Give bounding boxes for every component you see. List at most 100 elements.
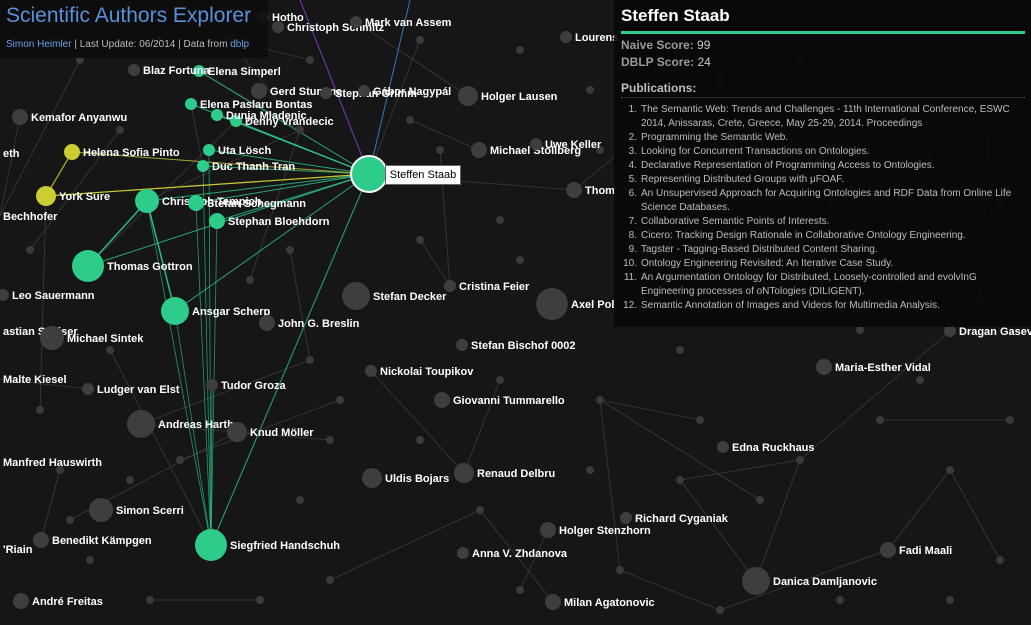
graph-node-label[interactable]: eth <box>3 148 20 160</box>
graph-node-label[interactable]: Dunja Mladenic <box>226 110 307 122</box>
graph-node-label[interactable]: Leo Sauermann <box>12 290 95 302</box>
graph-node[interactable] <box>476 506 484 514</box>
graph-node[interactable] <box>286 246 294 254</box>
graph-node[interactable] <box>796 456 804 464</box>
graph-node-label[interactable]: Christoph Tempich <box>162 196 262 208</box>
graph-node[interactable] <box>320 87 332 99</box>
graph-node[interactable] <box>586 86 594 94</box>
graph-node[interactable] <box>342 282 370 310</box>
graph-node-label[interactable]: York Sure <box>59 191 110 203</box>
graph-node[interactable] <box>676 346 684 354</box>
graph-node-label[interactable]: Malte Kiesel <box>3 374 67 386</box>
graph-node[interactable] <box>416 236 424 244</box>
graph-node-label[interactable]: Helena Sofia Pinto <box>83 147 180 159</box>
graph-node[interactable] <box>696 416 704 424</box>
graph-node-label[interactable]: John G. Breslin <box>278 318 360 330</box>
graph-node[interactable] <box>536 288 568 320</box>
graph-node[interactable] <box>126 476 134 484</box>
graph-node[interactable] <box>566 182 582 198</box>
graph-node-label[interactable]: Benedikt Kämpgen <box>52 535 152 547</box>
graph-node[interactable] <box>146 596 154 604</box>
graph-node[interactable] <box>195 529 227 561</box>
graph-node[interactable] <box>0 289 9 301</box>
graph-node[interactable] <box>516 46 524 54</box>
graph-node[interactable] <box>296 496 304 504</box>
graph-node[interactable] <box>458 86 478 106</box>
graph-node-label[interactable]: Dragan Gasevic <box>959 326 1031 338</box>
graph-node[interactable] <box>209 213 225 229</box>
graph-node-label[interactable]: Siegfried Handschuh <box>230 540 340 552</box>
graph-node[interactable] <box>471 142 487 158</box>
graph-node-label[interactable]: Tudor Groza <box>221 380 286 392</box>
publication-title[interactable]: Cicero: Tracking Design Rationale in Col… <box>641 230 966 241</box>
author-link[interactable]: Simon Heimler <box>6 39 72 50</box>
graph-node[interactable] <box>326 576 334 584</box>
graph-node-label[interactable]: Holger Stenzhorn <box>559 525 651 537</box>
graph-node[interactable] <box>40 326 64 350</box>
publication-title[interactable]: Looking for Concurrent Transactions on O… <box>641 146 870 157</box>
graph-node-label[interactable]: Hotho <box>272 12 304 24</box>
graph-node-label[interactable]: Milan Agatonovic <box>564 597 655 609</box>
graph-node[interactable] <box>12 109 28 125</box>
graph-node[interactable] <box>176 456 184 464</box>
graph-node[interactable] <box>128 64 140 76</box>
graph-node[interactable] <box>876 416 884 424</box>
graph-node[interactable] <box>33 532 49 548</box>
graph-node[interactable] <box>72 250 104 282</box>
graph-node[interactable] <box>454 463 474 483</box>
graph-node[interactable] <box>185 98 197 110</box>
graph-node[interactable] <box>161 297 189 325</box>
graph-node-label[interactable]: Anna V. Zhdanova <box>472 548 568 560</box>
graph-node-label[interactable]: Uldis Bojars <box>385 473 449 485</box>
graph-node[interactable] <box>336 396 344 404</box>
graph-node[interactable] <box>259 315 275 331</box>
graph-node[interactable] <box>516 256 524 264</box>
graph-node[interactable] <box>203 144 215 156</box>
publication-title[interactable]: Semantic Annotation of Images and Videos… <box>641 300 940 311</box>
graph-node[interactable] <box>836 596 844 604</box>
graph-node[interactable] <box>560 31 572 43</box>
graph-node[interactable] <box>1006 416 1014 424</box>
graph-node[interactable] <box>206 379 218 391</box>
graph-node[interactable] <box>251 83 267 99</box>
graph-node-label[interactable]: Thom <box>585 185 615 197</box>
graph-node-label[interactable]: Maria-Esther Vidal <box>835 362 931 374</box>
graph-node-label[interactable]: Simon Scerri <box>116 505 184 517</box>
graph-node[interactable] <box>193 65 205 77</box>
graph-node-label[interactable]: Duc Thanh Tran <box>212 161 295 173</box>
graph-node[interactable] <box>36 406 44 414</box>
graph-node-label[interactable]: Denny Vrandecic <box>245 116 334 128</box>
graph-node[interactable] <box>350 155 388 193</box>
graph-node[interactable] <box>89 498 113 522</box>
graph-node[interactable] <box>742 567 770 595</box>
graph-node[interactable] <box>64 144 80 160</box>
graph-node-label[interactable]: André Freitas <box>32 596 103 608</box>
graph-node[interactable] <box>457 547 469 559</box>
graph-node[interactable] <box>26 246 34 254</box>
graph-node[interactable] <box>616 566 624 574</box>
graph-node-label[interactable]: Michael Sintek <box>67 333 144 345</box>
graph-node[interactable] <box>596 146 604 154</box>
graph-node[interactable] <box>434 392 450 408</box>
graph-node[interactable] <box>816 359 832 375</box>
publication-title[interactable]: Collaborative Semantic Points of Interes… <box>641 216 830 227</box>
graph-node-label[interactable]: Knud Möller <box>250 427 314 439</box>
publication-title[interactable]: The Semantic Web: Trends and Challenges … <box>641 104 1010 129</box>
graph-node-label[interactable]: Mark van Assem <box>365 17 452 29</box>
graph-node[interactable] <box>116 126 124 134</box>
graph-node[interactable] <box>296 126 304 134</box>
graph-node-label[interactable]: Ludger van Elst <box>97 384 180 396</box>
graph-node[interactable] <box>416 436 424 444</box>
graph-node[interactable] <box>56 466 64 474</box>
graph-node[interactable] <box>996 556 1004 564</box>
graph-node[interactable] <box>916 376 924 384</box>
graph-node[interactable] <box>946 466 954 474</box>
graph-node-label[interactable]: Andreas Harth <box>158 419 234 431</box>
graph-node-label[interactable]: Lourens <box>575 32 618 44</box>
publication-title[interactable]: Programming the Semantic Web. <box>641 132 789 143</box>
graph-node-label[interactable]: Fadi Maali <box>899 545 952 557</box>
graph-node-label[interactable]: Ansgar Scherp <box>192 306 271 318</box>
graph-node[interactable] <box>496 216 504 224</box>
publication-title[interactable]: An Argumentation Ontology for Distribute… <box>641 272 977 297</box>
